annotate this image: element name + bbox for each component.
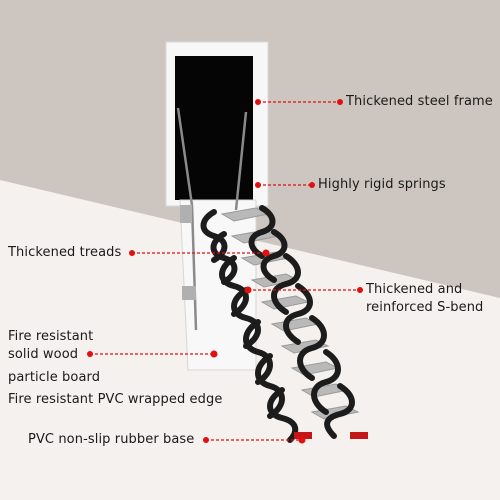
callout-pvc-edge: Fire resistant PVC wrapped edge [8, 392, 223, 407]
rubber-foot-right [350, 432, 368, 439]
callout-s-bend-line2: reinforced S-bend [366, 300, 484, 315]
spring-fittings [180, 205, 196, 300]
rubber-foot-left [294, 432, 312, 439]
callout-treads: Thickened treads [8, 245, 122, 260]
hatch-opening [175, 56, 253, 200]
callout-springs: Highly rigid springs [318, 177, 446, 192]
callout-board-line2: solid wood [8, 347, 79, 362]
s-bend-links-right [248, 205, 355, 439]
callout-steel-frame: Thickened steel frame [346, 94, 493, 109]
spring-rods [176, 107, 248, 331]
callout-leaders [90, 101, 360, 441]
callout-board-line1: Fire resistant [8, 329, 94, 344]
callout-s-bend-line1: Thickened and [366, 282, 463, 297]
callout-dots [87, 99, 363, 444]
callout-rubber-base: PVC non-slip rubber base [28, 432, 195, 447]
callout-board-line3: particle board [8, 370, 101, 385]
